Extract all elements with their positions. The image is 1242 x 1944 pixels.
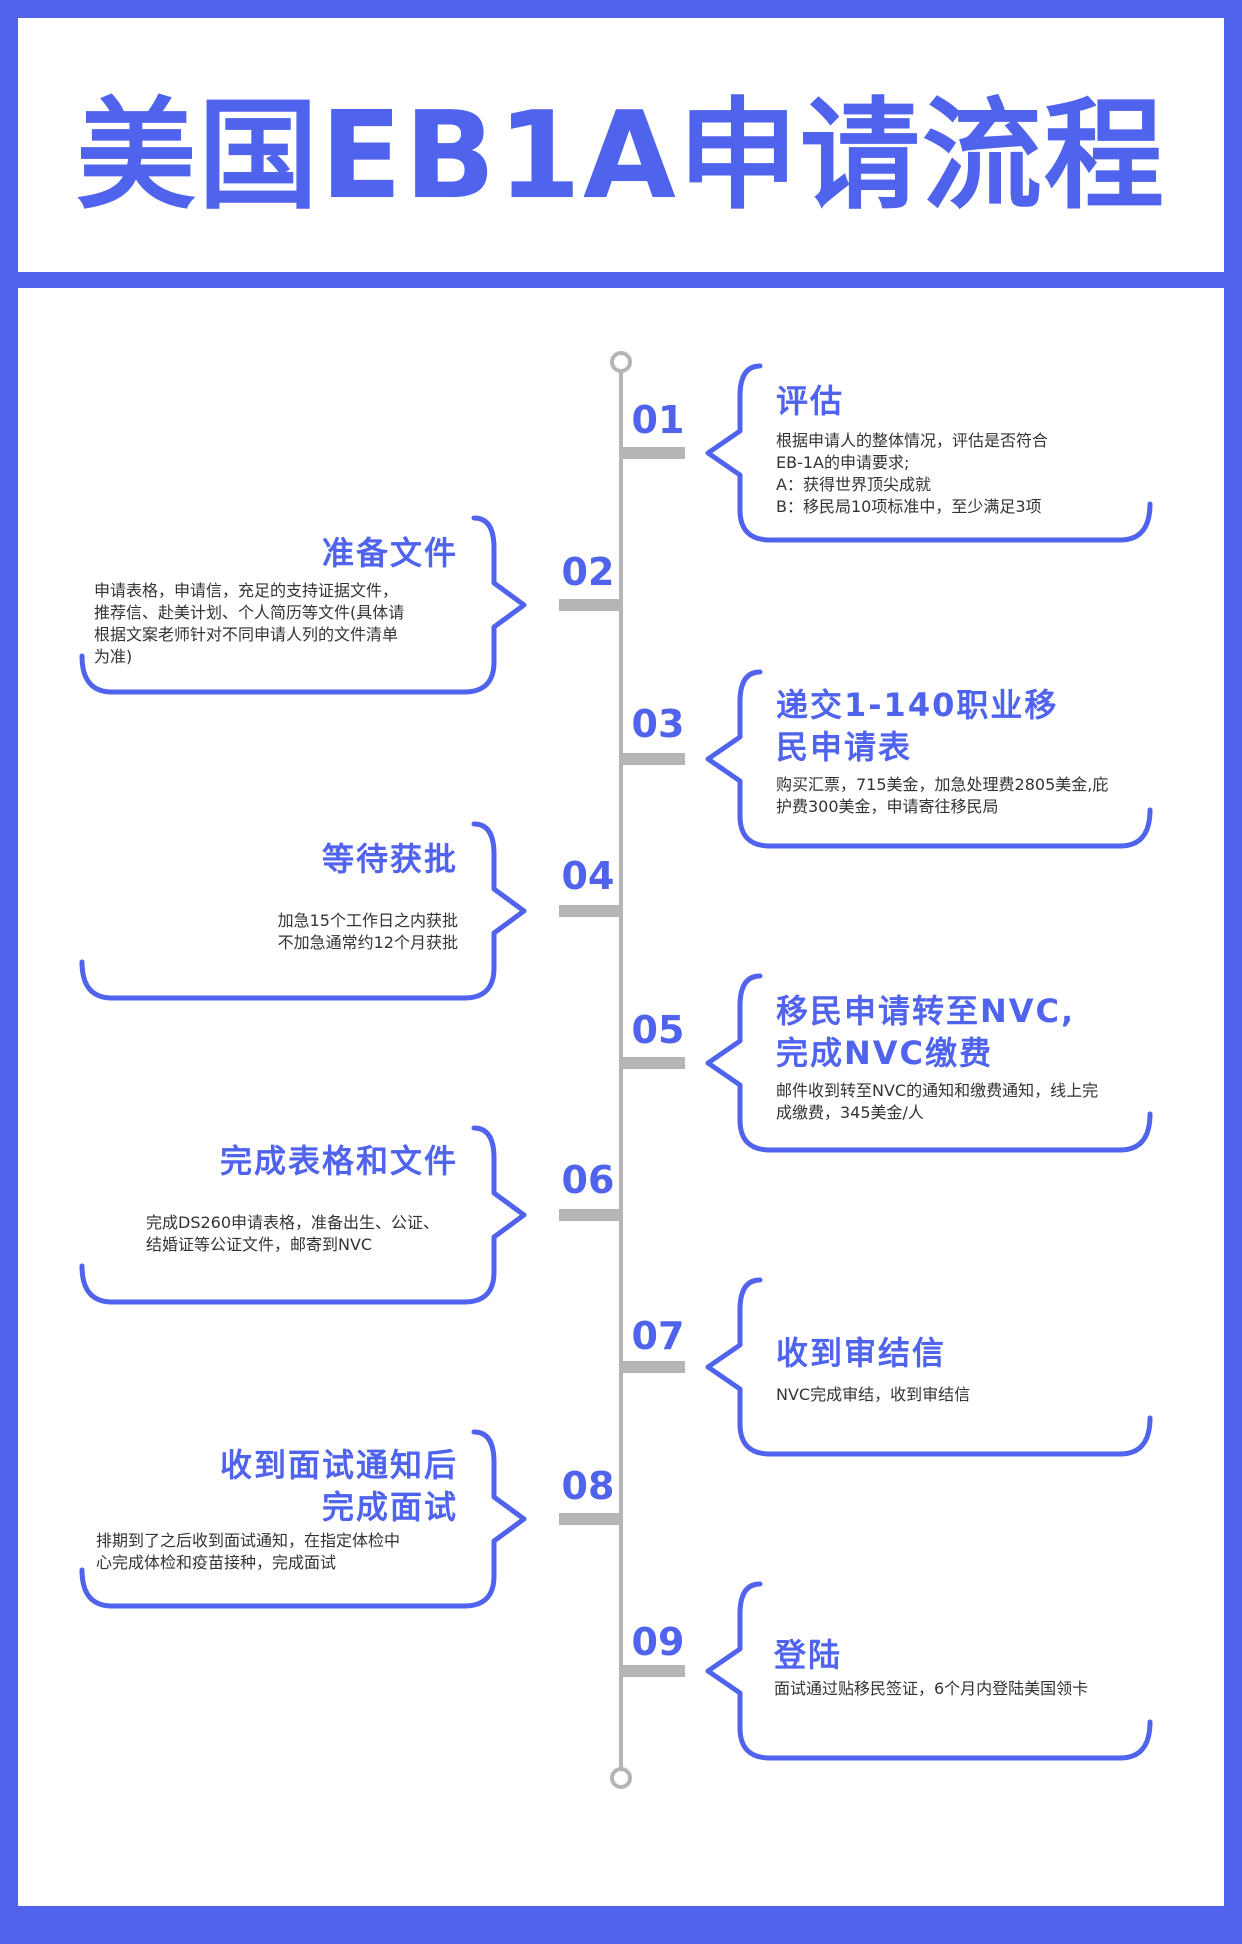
title-line: 收到面试通知后 xyxy=(219,1446,458,1484)
step-tick xyxy=(623,753,685,765)
desc-line: 排期到了之后收到面试通知，在指定体检中 xyxy=(96,1531,401,1550)
step-description: 排期到了之后收到面试通知，在指定体检中 心完成体检和疫苗接种，完成面试 xyxy=(96,1530,400,1574)
desc-line: EB-1A的申请要求; xyxy=(776,453,910,472)
step-title: 等待获批 xyxy=(321,840,458,878)
step-number: 09 xyxy=(631,1620,685,1664)
step-title: 完成表格和文件 xyxy=(219,1142,458,1180)
step-number: 08 xyxy=(561,1464,615,1508)
desc-line: NVC完成审结，收到审结信 xyxy=(776,1385,971,1404)
step-number: 01 xyxy=(631,398,685,442)
step-description: NVC完成审结，收到审结信 xyxy=(776,1384,970,1406)
title-panel: 美国EB1A申请流程 xyxy=(18,18,1224,272)
desc-line: 为准) xyxy=(94,647,133,666)
title-line: 移民申请转至NVC, xyxy=(776,992,1076,1030)
step-bracket xyxy=(705,363,1153,543)
step-number: 02 xyxy=(561,550,615,594)
step-bracket xyxy=(79,1429,527,1609)
step-title: 收到面试通知后 完成面试 xyxy=(158,1444,458,1528)
step-number: 04 xyxy=(561,854,615,898)
step-bracket xyxy=(705,1581,1153,1761)
step-title: 移民申请转至NVC, 完成NVC缴费 xyxy=(776,990,1075,1074)
step-number: 05 xyxy=(631,1008,685,1052)
timeline-panel: 01 评估 根据申请人的整体情况，评估是否符合 EB-1A的申请要求; A：获得… xyxy=(18,288,1224,1906)
title-line: 完成NVC缴费 xyxy=(776,1034,994,1072)
step-number: 03 xyxy=(631,702,685,746)
step-title: 登陆 xyxy=(774,1636,843,1674)
title-line: 民申请表 xyxy=(776,728,913,766)
step-number: 06 xyxy=(561,1158,615,1202)
step-description: 面试通过贴移民签证，6个月内登陆美国领卡 xyxy=(774,1678,1088,1700)
step-tick xyxy=(623,1057,685,1069)
timeline-end-dot xyxy=(610,1767,632,1789)
step-tick xyxy=(559,1513,621,1525)
step-description: 申请表格，申请信，充足的支持证据文件， 推荐信、赴美计划、个人简历等文件(具体请… xyxy=(94,580,404,668)
step-title: 收到审结信 xyxy=(776,1334,947,1372)
desc-line: 购买汇票，715美金，加急处理费2805美金,庇 xyxy=(776,775,1109,794)
desc-line: 完成DS260申请表格，准备出生、公证、 xyxy=(146,1213,440,1232)
desc-line: 根据文案老师针对不同申请人列的文件清单 xyxy=(94,625,399,644)
step-description: 完成DS260申请表格，准备出生、公证、 结婚证等公证文件，邮寄到NVC xyxy=(146,1212,439,1256)
desc-line: 根据申请人的整体情况，评估是否符合 xyxy=(776,431,1049,450)
desc-line: 邮件收到转至NVC的通知和缴费通知，线上完 xyxy=(776,1081,1099,1100)
step-title: 递交1-140职业移 民申请表 xyxy=(776,684,1058,768)
step-bracket xyxy=(79,1125,527,1305)
step-description: 加急15个工作日之内获批 不加急通常约12个月获批 xyxy=(158,910,458,954)
step-bracket xyxy=(705,1277,1153,1457)
step-bracket xyxy=(79,515,527,695)
step-tick xyxy=(559,599,621,611)
step-description: 根据申请人的整体情况，评估是否符合 EB-1A的申请要求; A：获得世界顶尖成就… xyxy=(776,430,1048,518)
desc-line: 不加急通常约12个月获批 xyxy=(277,933,458,952)
desc-line: 申请表格，申请信，充足的支持证据文件， xyxy=(94,581,399,600)
step-description: 购买汇票，715美金，加急处理费2805美金,庇 护费300美金，申请寄往移民局 xyxy=(776,774,1108,818)
title-line: 递交1-140职业移 xyxy=(776,686,1059,724)
step-tick xyxy=(623,447,685,459)
desc-line: 推荐信、赴美计划、个人简历等文件(具体请 xyxy=(94,603,405,622)
desc-line: 加急15个工作日之内获批 xyxy=(277,911,458,930)
desc-line: A：获得世界顶尖成就 xyxy=(776,475,931,494)
desc-line: 结婚证等公证文件，邮寄到NVC xyxy=(146,1235,373,1254)
title-line: 完成面试 xyxy=(321,1488,458,1526)
desc-line: 成缴费，345美金/人 xyxy=(776,1103,924,1122)
step-bracket xyxy=(705,669,1153,849)
desc-line: B：移民局10项标准中，至少满足3项 xyxy=(776,497,1042,516)
step-title: 准备文件 xyxy=(321,534,458,572)
step-bracket xyxy=(705,973,1153,1153)
page-title: 美国EB1A申请流程 xyxy=(76,87,1166,226)
step-title: 评估 xyxy=(776,382,845,420)
step-tick xyxy=(623,1665,685,1677)
step-description: 邮件收到转至NVC的通知和缴费通知，线上完 成缴费，345美金/人 xyxy=(776,1080,1098,1124)
step-bracket xyxy=(79,821,527,1001)
step-number: 07 xyxy=(631,1314,685,1358)
desc-line: 护费300美金，申请寄往移民局 xyxy=(776,797,999,816)
desc-line: 心完成体检和疫苗接种，完成面试 xyxy=(96,1553,337,1572)
step-tick xyxy=(559,1209,621,1221)
step-tick xyxy=(559,905,621,917)
desc-line: 面试通过贴移民签证，6个月内登陆美国领卡 xyxy=(774,1679,1089,1698)
timeline-start-dot xyxy=(610,351,632,373)
step-tick xyxy=(623,1361,685,1373)
timeline-graphic xyxy=(79,351,1153,1789)
